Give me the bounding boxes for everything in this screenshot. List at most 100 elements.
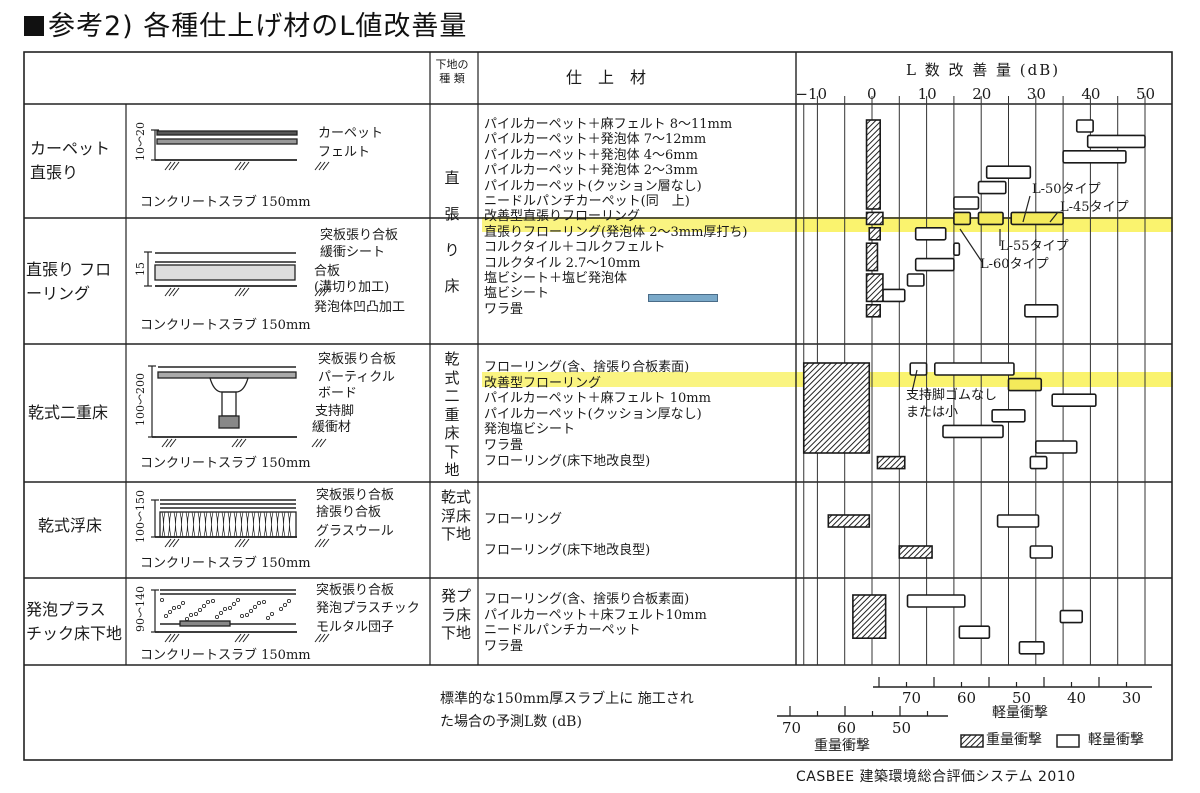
- diagram-label: モルタル団子: [316, 620, 395, 635]
- finish-item: 塩ビシート: [484, 286, 550, 302]
- callout-l55: L-55タイプ: [1000, 239, 1069, 254]
- light-impact-bar: [1029, 545, 1053, 559]
- light-impact-bar: [906, 594, 966, 608]
- slab-hatch: [234, 287, 242, 297]
- glass-wool-pattern: [221, 511, 226, 538]
- slab-hatch: [172, 287, 180, 297]
- slab-hatch: [234, 161, 242, 171]
- diagram-label: 支持脚: [315, 404, 355, 419]
- finish-item: パイルカーペット＋発泡体 4〜6mm: [484, 147, 698, 163]
- heavy-impact-bar: [898, 545, 933, 559]
- finish-item: 改善型フローリング: [484, 375, 602, 391]
- heavy-impact-bar: [865, 119, 881, 210]
- heavy-impact-bar: [802, 362, 871, 454]
- x-tick-label: 30: [1026, 85, 1046, 103]
- foam-dot: [159, 598, 164, 603]
- finish-item: パイルカーペット＋麻フェルト 10mm: [484, 391, 711, 407]
- slab-label: コンクリートスラブ 150mm: [140, 556, 311, 571]
- x-tick-label: 20: [972, 85, 992, 103]
- finish-item: ワラ畳: [484, 301, 524, 317]
- slab-hatch: [322, 161, 330, 171]
- foam-dot: [278, 607, 283, 612]
- row-label-carpet: カーペット 直張り: [30, 139, 111, 182]
- slab-hatch: [168, 287, 176, 297]
- light-impact-bar: [1018, 640, 1045, 655]
- slab-hatch: [314, 633, 322, 643]
- light-impact-bar: [914, 227, 947, 241]
- foam-dot: [214, 615, 219, 620]
- finish-item: パイルカーペット＋発泡体 2〜3mm: [484, 163, 698, 179]
- glass-wool-pattern: [215, 511, 220, 538]
- light-impact-bar: [933, 362, 1015, 376]
- glass-wool-pattern: [281, 511, 286, 538]
- glass-wool-pattern: [269, 511, 274, 538]
- prediction-note: 標準的な150mm厚スラブ上に 施工された場合の予測L数 (dB): [440, 691, 694, 730]
- finish-item: コルクタイル 2.7〜10mm: [484, 255, 641, 271]
- glass-wool-pattern: [167, 511, 172, 538]
- header-finish: 仕 上 材: [566, 68, 647, 87]
- mortar-dumpling: [179, 620, 231, 627]
- foam-dot: [210, 599, 215, 604]
- blue-marker: [648, 294, 718, 302]
- felt-layer: [156, 138, 298, 145]
- diagram-label: 突板張り合板: [318, 352, 397, 367]
- light-impact-bar: [942, 424, 1004, 439]
- highlight-band-chart-2: [795, 372, 1173, 387]
- light-axis-tick-label: 60: [957, 689, 977, 707]
- light-impact-bar: [1062, 150, 1127, 164]
- diagram-label: 緩衝材: [312, 420, 352, 435]
- legend-hatch-swatch: [960, 734, 984, 748]
- foam-dot: [167, 610, 172, 615]
- glass-wool-pattern: [173, 511, 178, 538]
- slab-hatch: [314, 161, 322, 171]
- foam-dot: [256, 601, 261, 606]
- light-impact-bar: [953, 211, 972, 226]
- light-impact-axis-label: 軽量衝撃: [992, 705, 1048, 721]
- slab-hatch: [322, 287, 330, 297]
- light-impact-bar: [906, 273, 925, 287]
- foam-dot: [227, 606, 232, 611]
- foam-dot: [231, 602, 236, 607]
- secondary-axes: [777, 677, 1152, 717]
- diagram-label: 緩衝シート: [320, 245, 386, 260]
- base-label-direct: 直張り床: [444, 169, 460, 295]
- slab-hatch: [315, 438, 323, 448]
- support-head: [209, 377, 249, 393]
- light-axis-tick-label: 30: [1122, 689, 1142, 707]
- finish-item: フローリング(床下地改良型): [484, 453, 651, 469]
- footer-source: CASBEE 建築環境総合評価システム 2010: [796, 769, 1076, 785]
- x-tick-label: 50: [1136, 85, 1156, 103]
- light-impact-bar: [882, 288, 906, 303]
- light-impact-bar: [909, 362, 928, 376]
- slab-hatch: [311, 438, 319, 448]
- diagram-label: 捨張り合板: [316, 505, 382, 520]
- finish-item: フローリング(床下地改良型): [484, 543, 651, 558]
- slab-hatch: [239, 438, 247, 448]
- glass-wool-pattern: [197, 511, 202, 538]
- diagram-label: ボード: [318, 386, 358, 401]
- support-leg: [221, 391, 237, 417]
- slab-label: コンクリートスラブ 150mm: [140, 648, 311, 663]
- light-axis-tick-label: 50: [1012, 689, 1032, 707]
- foam-layer: [154, 264, 296, 281]
- glass-wool-pattern: [239, 511, 244, 538]
- slab-hatch: [161, 438, 169, 448]
- callout-line-l50: [1022, 195, 1031, 223]
- slab-hatch: [242, 633, 250, 643]
- slab-hatch: [319, 438, 327, 448]
- finish-item: ニードルパンチカーペット: [484, 623, 641, 639]
- chart-bars: [802, 119, 1146, 655]
- glass-wool-pattern: [287, 511, 292, 538]
- slab-hatch: [318, 287, 326, 297]
- light-impact-bar: [1010, 211, 1064, 226]
- row-label-foam-plastic: 発泡プラス チック床下地: [26, 600, 123, 643]
- finish-item: ワラ畳: [484, 638, 524, 654]
- glass-wool-pattern: [191, 511, 196, 538]
- base-label-dry-floating: 乾式浮床下地: [440, 488, 471, 543]
- legend-light-label: 軽量衝撃: [1088, 732, 1144, 748]
- diagram-label: 突板張り合板: [316, 488, 395, 503]
- light-impact-bar: [953, 242, 961, 256]
- foam-dot: [184, 617, 189, 622]
- foam-dot: [180, 601, 185, 606]
- slab-hatch: [238, 538, 246, 548]
